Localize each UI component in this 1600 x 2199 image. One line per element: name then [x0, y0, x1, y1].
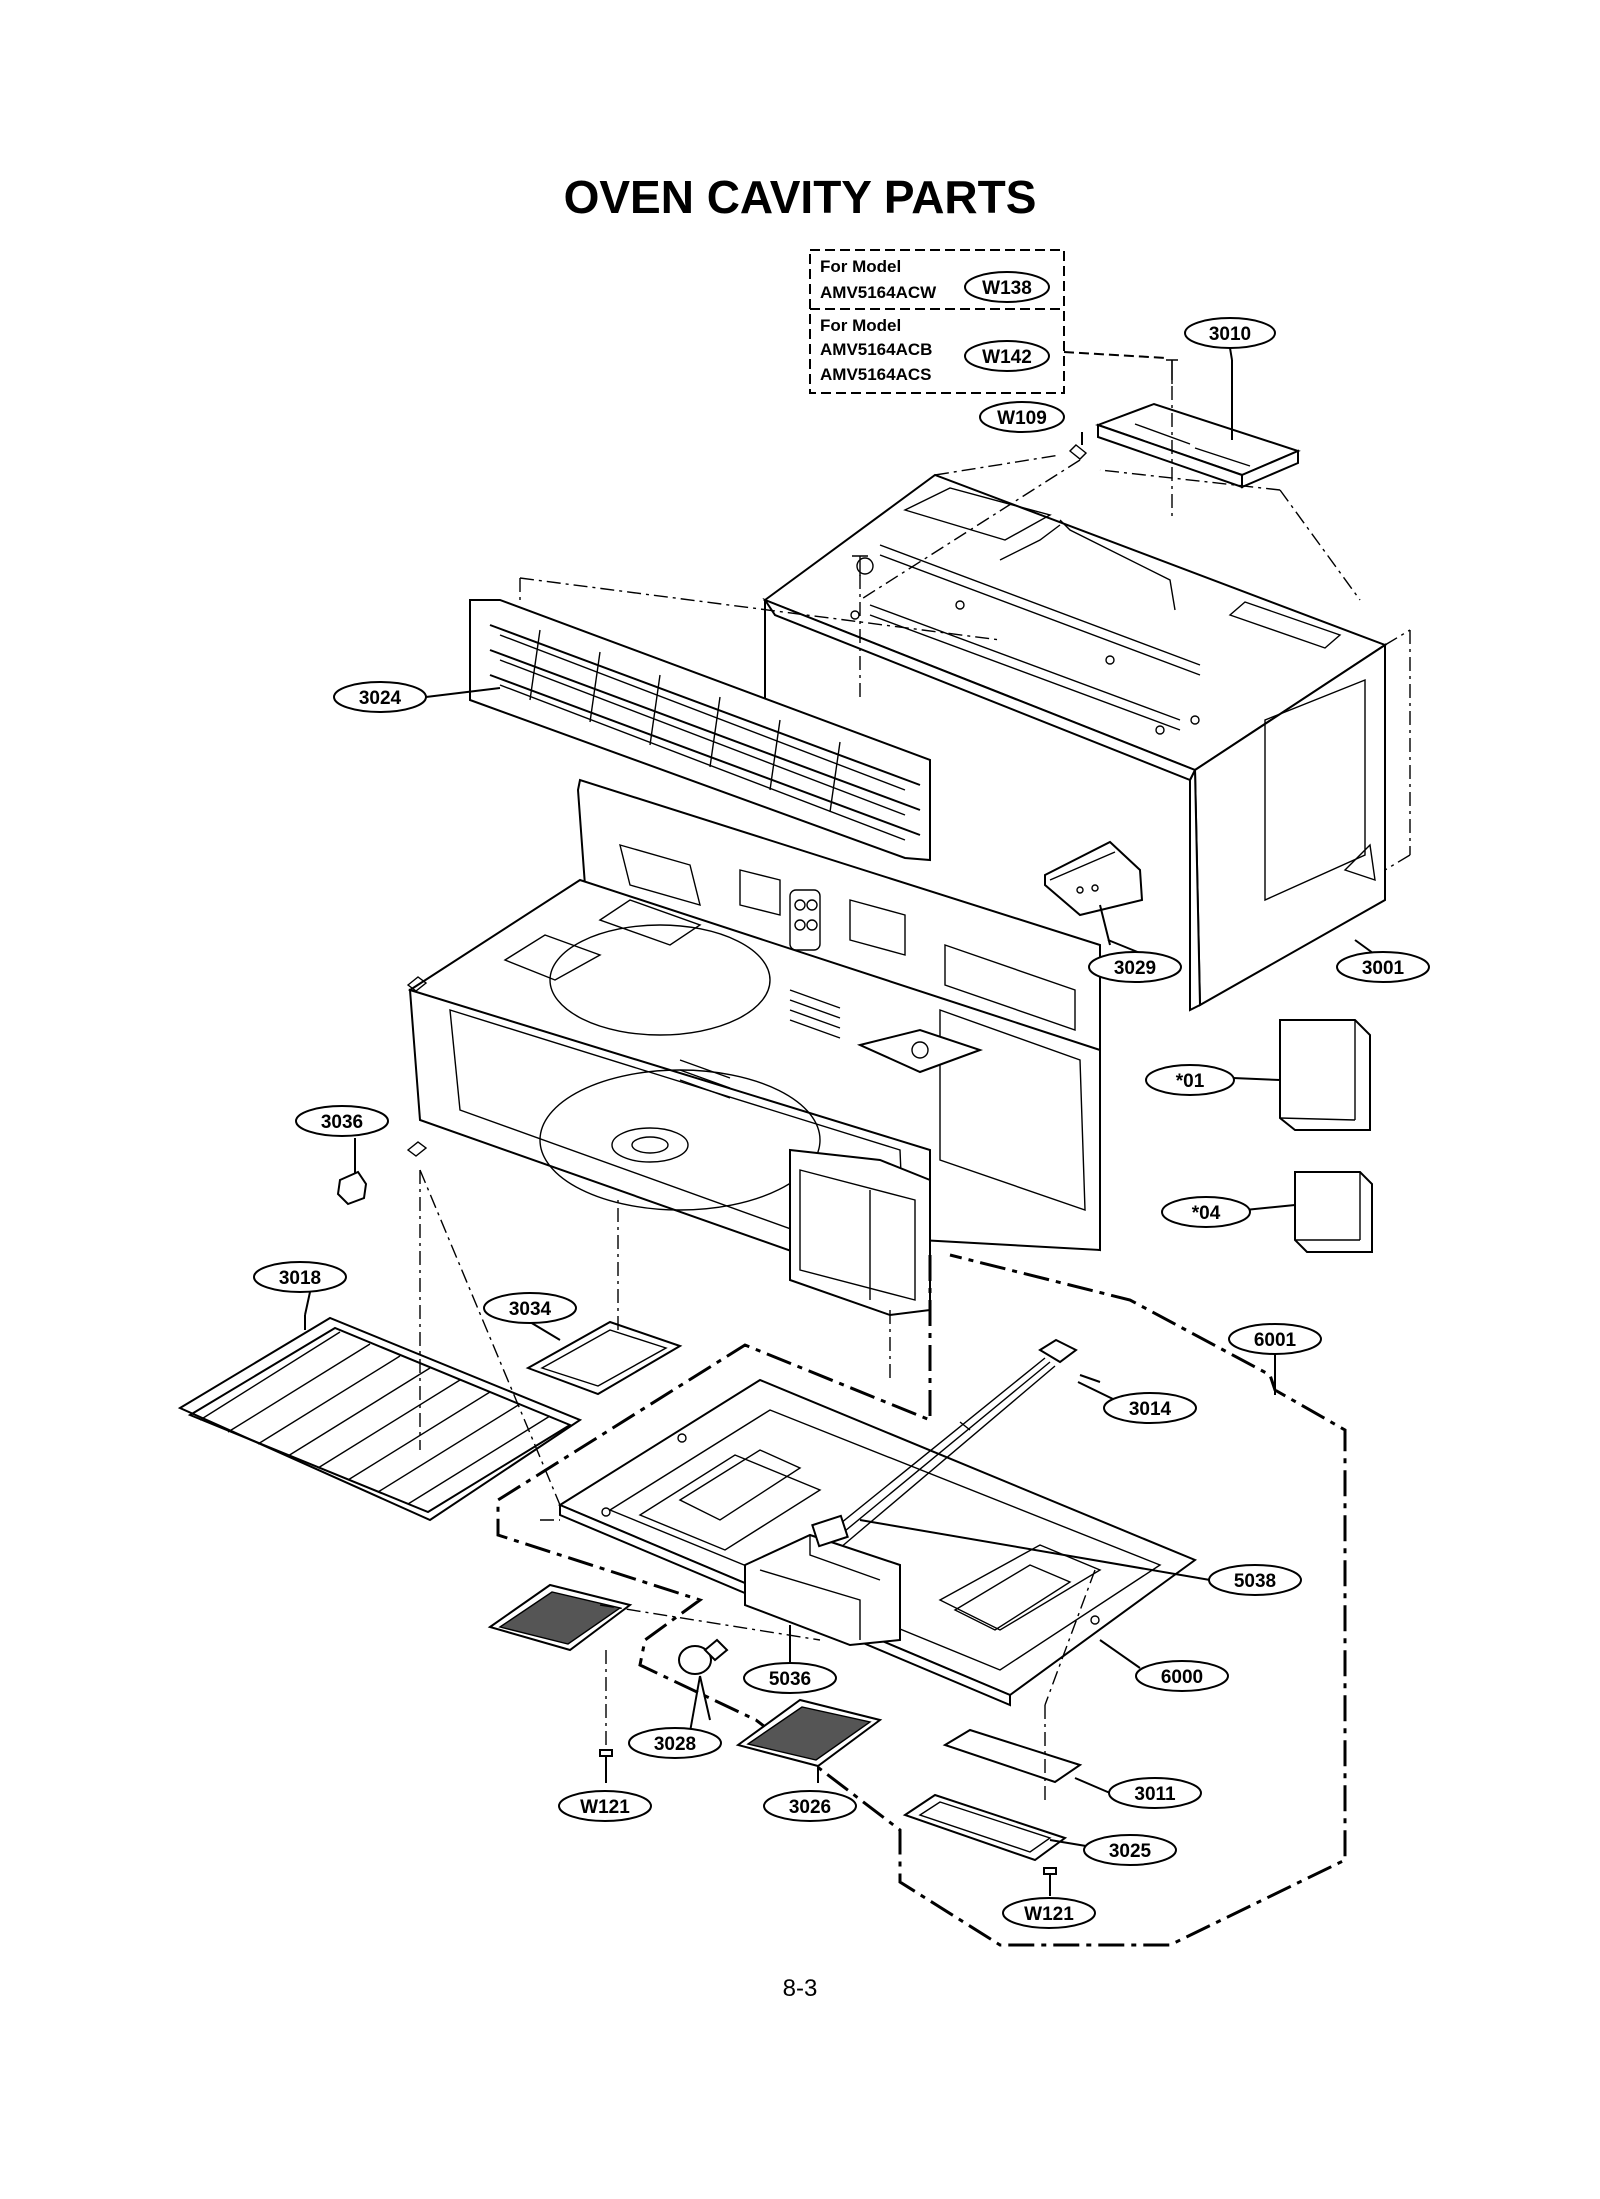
model-legend: For Model AMV5164ACW W138 For Model AMV5…	[809, 249, 1168, 394]
callout-3011: 3011	[1134, 1784, 1176, 1805]
part-3034-cover	[525, 1195, 683, 1396]
part-5036-bracket	[744, 1514, 901, 1660]
callout-6000: 6000	[1161, 1667, 1203, 1688]
part-3028-lamp	[678, 1638, 729, 1721]
legend-model-2: AMV5164ACB	[820, 340, 932, 359]
callout-3014: 3014	[1129, 1399, 1172, 1420]
part-manuals	[1279, 1019, 1373, 1253]
page-title: OVEN CAVITY PARTS	[563, 171, 1037, 223]
callout-6001: 6001	[1254, 1330, 1297, 1351]
callout-3001: 3001	[1362, 958, 1405, 979]
page-number: 8-3	[782, 1975, 818, 2002]
callout-w109: W109	[997, 408, 1047, 429]
part-3018-rack	[177, 1315, 583, 1522]
callout-01: *01	[1176, 1071, 1205, 1092]
callout-3010: 3010	[1209, 324, 1251, 345]
legend-heading-2: For Model	[820, 316, 901, 335]
callout-3036: 3036	[321, 1112, 363, 1133]
callout-3025: 3025	[1109, 1841, 1152, 1862]
callout-5036: 5036	[769, 1669, 811, 1690]
part-3010-plate	[1068, 359, 1301, 520]
legend-model-3: AMV5164ACS	[820, 365, 932, 384]
part-3025-lamp-cover	[902, 1705, 1068, 1862]
part-6000-base-plate	[557, 1378, 1198, 1707]
callout-3034: 3034	[509, 1299, 552, 1320]
callout-04: *04	[1192, 1203, 1221, 1224]
callout-w121-left: W121	[580, 1797, 630, 1818]
part-3011-lens	[942, 1728, 1083, 1784]
legend-code-w142: W142	[982, 347, 1032, 368]
alignment-lines	[419, 1169, 1096, 1706]
part-3026-grease-filter	[735, 1698, 883, 1768]
callout-w121-right: W121	[1024, 1904, 1074, 1925]
part-3024-vent-grille	[469, 577, 1001, 862]
callout-ovals	[253, 317, 1430, 1929]
callout-3024: 3024	[359, 688, 402, 709]
part-3029-bracket	[1044, 840, 1144, 946]
callout-3029: 3029	[1114, 958, 1156, 979]
part-3014-harness	[819, 1338, 1101, 1549]
screw-w121-right	[1043, 1867, 1057, 1896]
callout-3028: 3028	[654, 1734, 696, 1755]
part-grease-filter-left	[487, 1583, 633, 1652]
legend-code-w138: W138	[982, 278, 1032, 299]
callout-3026: 3026	[789, 1797, 831, 1818]
legend-model-1: AMV5164ACW	[820, 283, 937, 302]
legend-heading-1: For Model	[820, 257, 901, 276]
screw-w121-left	[599, 1650, 613, 1780]
callout-3018: 3018	[279, 1268, 321, 1289]
callout-labels: 3010 W109 3024 3029 3001 *01 3036 *04 30…	[279, 324, 1405, 1925]
part-3036-latch	[336, 1140, 368, 1206]
part-oven-cavity	[406, 778, 1101, 1317]
part-3001-outer-case	[762, 454, 1411, 1012]
callout-5038: 5038	[1234, 1571, 1276, 1592]
